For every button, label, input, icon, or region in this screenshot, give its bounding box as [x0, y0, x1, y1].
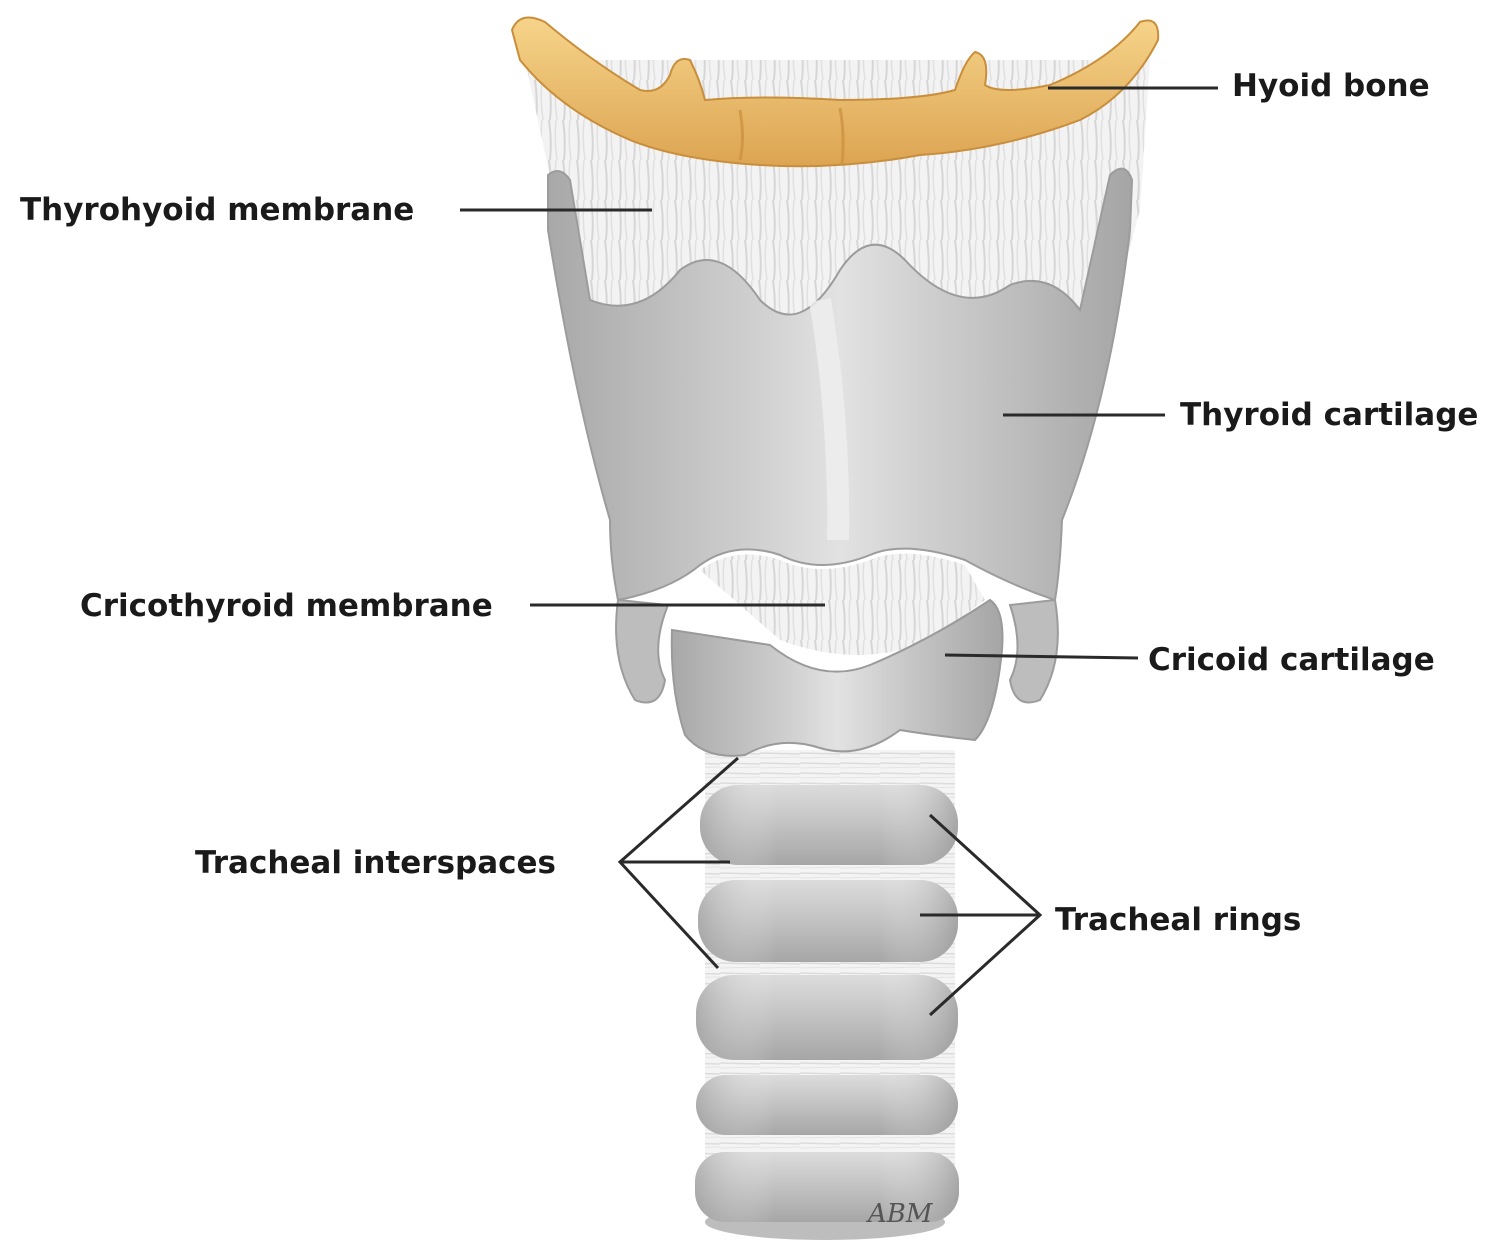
label-thyroid-cartilage: Thyroid cartilage	[1180, 397, 1478, 433]
tracheal-ring-1	[700, 785, 958, 865]
thyroid-inferior-horn-left	[616, 600, 668, 703]
trachea	[695, 750, 959, 1240]
label-thyrohyoid-membrane: Thyrohyoid membrane	[20, 192, 414, 228]
label-hyoid-bone: Hyoid bone	[1232, 68, 1430, 104]
tracheal-ring-3	[696, 975, 958, 1060]
label-tracheal-rings: Tracheal rings	[1055, 902, 1301, 938]
label-cricothyroid-membrane: Cricothyroid membrane	[80, 588, 493, 624]
artist-signature: ABM	[866, 1199, 934, 1229]
tracheal-ring-2	[698, 880, 958, 962]
label-cricoid-cartilage: Cricoid cartilage	[1148, 642, 1435, 678]
tracheal-ring-4	[696, 1075, 958, 1135]
thyroid-inferior-horn-right	[1010, 600, 1058, 703]
label-tracheal-interspaces: Tracheal interspaces	[195, 845, 556, 881]
